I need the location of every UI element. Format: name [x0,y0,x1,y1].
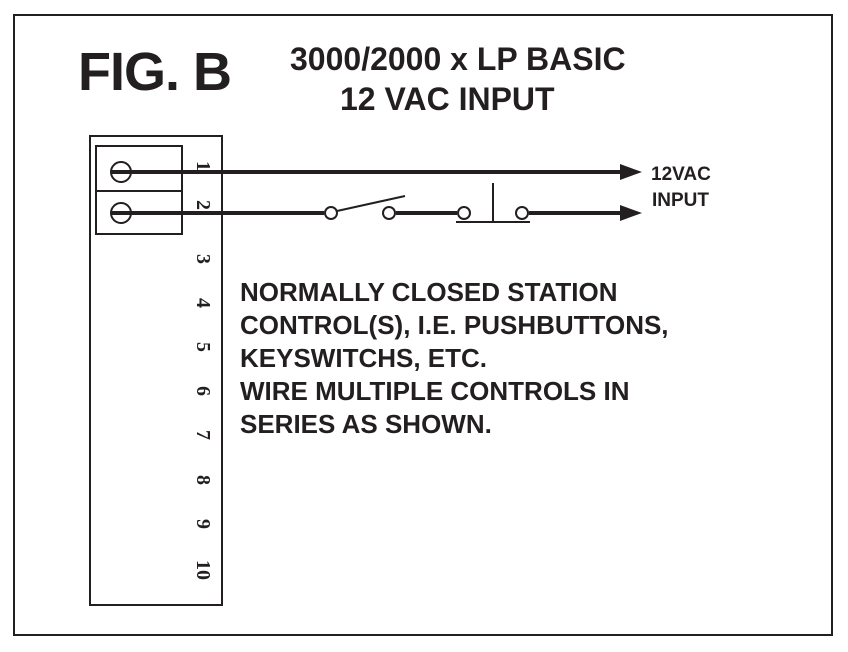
terminal-number-4: 4 [192,298,214,308]
terminal-number-9: 9 [192,519,214,529]
figure-title-line-1: 3000/2000 x LP BASIC [290,41,626,77]
wiring-note: NORMALLY CLOSED STATION CONTROL(S), I.E.… [240,276,669,441]
keyswitch-contact-left [324,206,338,220]
pushbutton-contact-left [457,206,471,220]
terminal-number-5: 5 [192,342,214,352]
terminal-number-8: 8 [192,475,214,485]
note-line-3: KEYSWITCHS, ETC. [240,343,488,373]
keyswitch-contact-right [382,206,396,220]
arrow-right-icon [620,164,642,180]
terminal-number-3: 3 [192,254,214,264]
keyswitch-blade [336,195,406,212]
terminal-number-1: 1 [192,161,214,171]
note-line-1: NORMALLY CLOSED STATION [240,277,618,307]
terminal-number-6: 6 [192,386,214,396]
terminal-number-10: 10 [192,560,214,580]
figure-label: FIG. B [78,42,232,102]
arrow-right-icon [620,205,642,221]
figure-title-line-2: 12 VAC INPUT [340,81,555,117]
terminal-number-7: 7 [192,430,214,440]
note-line-2: CONTROL(S), I.E. PUSHBUTTONS, [240,310,669,340]
note-line-4: WIRE MULTIPLE CONTROLS IN [240,376,630,406]
terminal-block-1 [95,145,183,192]
terminal-numbers: 1 2 3 4 5 6 7 8 9 10 [192,161,214,580]
pushbutton-contact-right [515,206,529,220]
input-label-line-1: 12VAC [651,164,711,185]
terminal-number-2: 2 [192,200,214,210]
diagram-frame [13,14,833,636]
input-label-line-2: INPUT [652,190,709,211]
terminal-strip [89,135,223,606]
note-line-5: SERIES AS SHOWN. [240,409,492,439]
